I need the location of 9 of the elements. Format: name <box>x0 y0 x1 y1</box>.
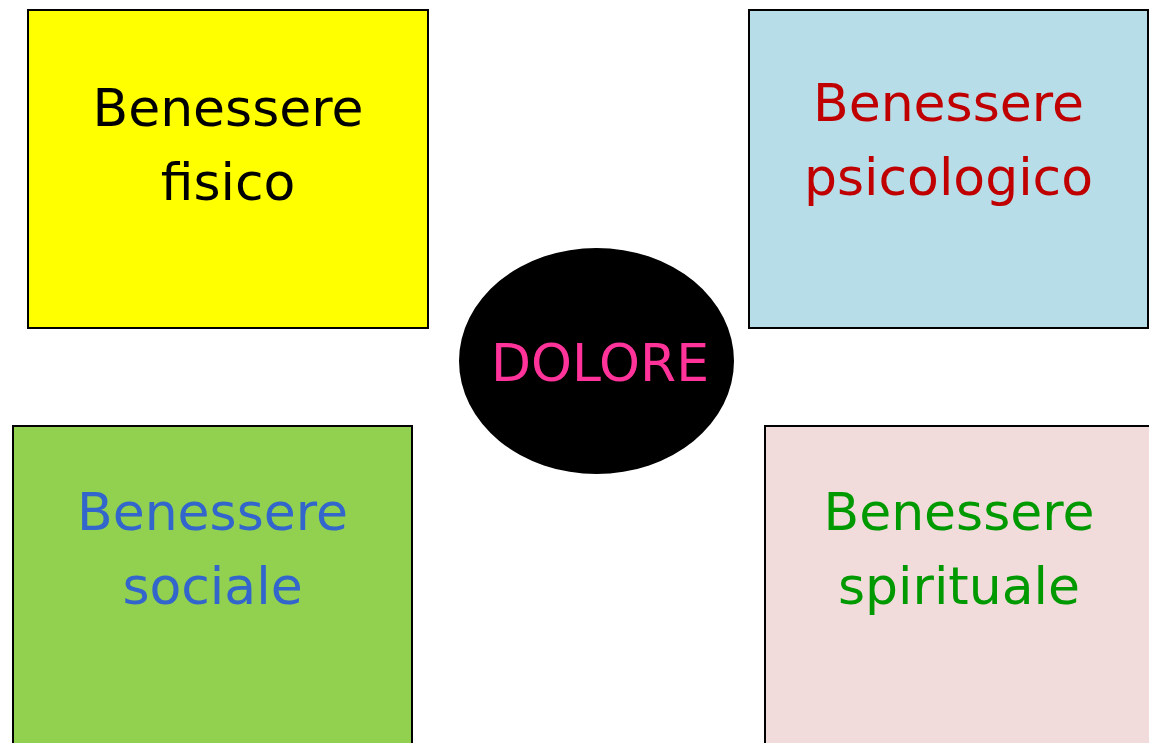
category-box <box>12 425 413 743</box>
node-label: Benessere fisico <box>91 77 365 214</box>
node-label: Benessere psicologico <box>802 72 1095 209</box>
node-label: Benessere spirituale <box>822 481 1096 618</box>
node-label: DOLORE <box>490 332 710 395</box>
category-box <box>748 9 1149 329</box>
category-box <box>764 425 1149 743</box>
node-label: Benessere sociale <box>76 481 349 618</box>
category-box <box>27 9 429 329</box>
